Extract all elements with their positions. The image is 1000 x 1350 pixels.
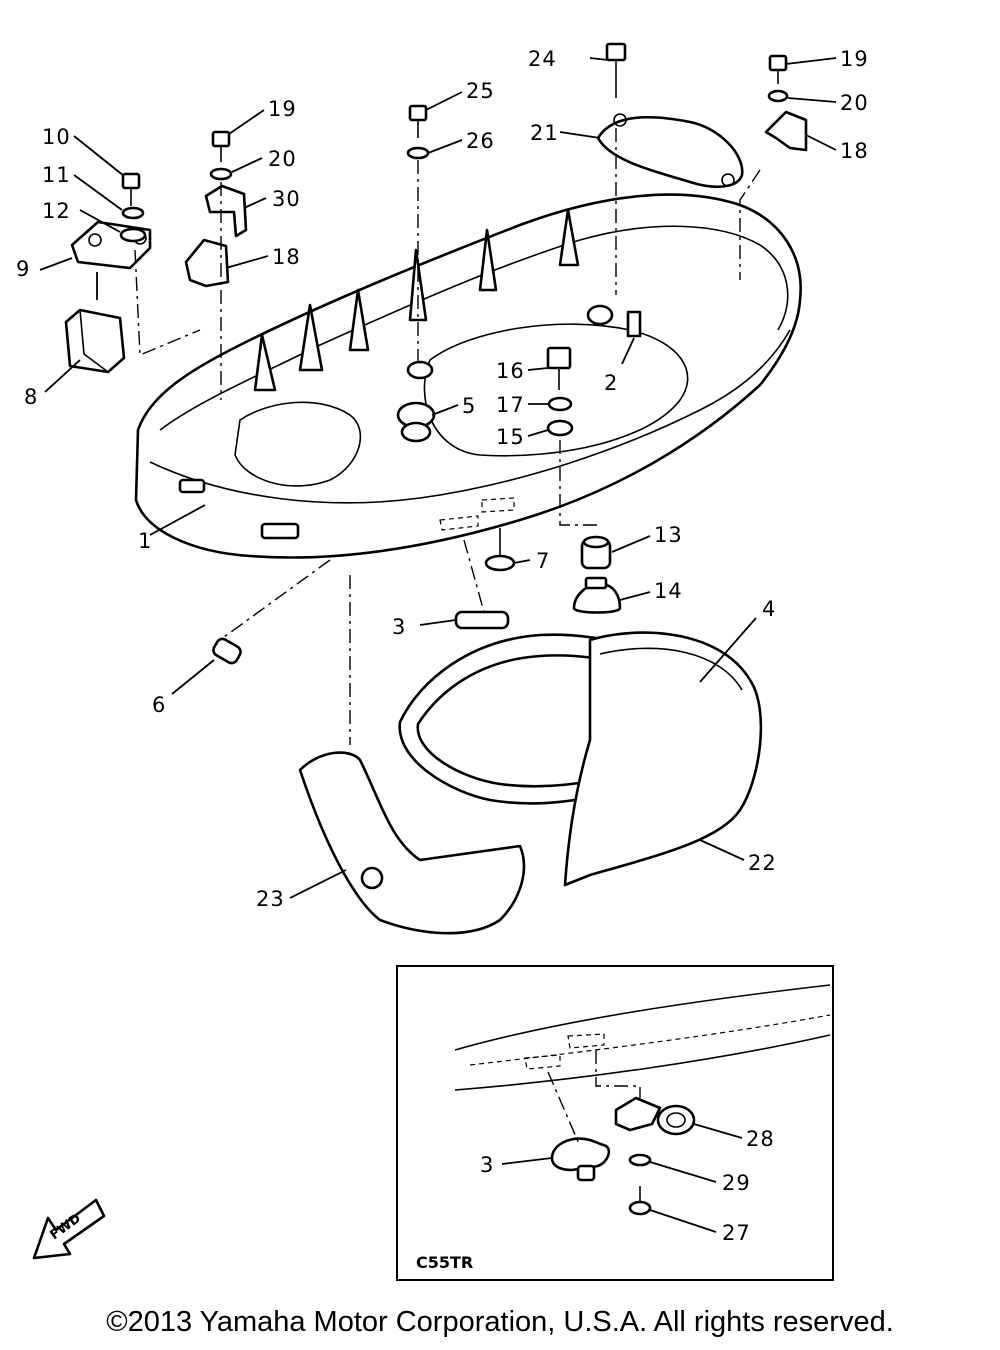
grommet-6 (212, 559, 331, 665)
callout-18b: 18 (840, 139, 869, 163)
callout-25: 25 (466, 79, 495, 103)
callout-19b: 19 (840, 47, 869, 71)
leader-lines (39, 57, 837, 899)
clamp-hardware-left (184, 130, 248, 400)
callout-22: 22 (748, 851, 777, 875)
copyright-notice: ©2013 Yamaha Motor Corporation, U.S.A. A… (106, 1306, 894, 1338)
callout-26: 26 (466, 129, 495, 153)
callout-9: 9 (16, 257, 30, 281)
inset-callout-3: 3 (480, 1153, 494, 1177)
side-cover-22 (563, 631, 763, 887)
callout-30: 30 (272, 187, 301, 211)
callout-6: 6 (152, 693, 166, 717)
mount-bolt-right (546, 346, 598, 526)
callout-15: 15 (496, 425, 525, 449)
callout-13: 13 (654, 523, 683, 547)
callout-29: 29 (722, 1171, 751, 1195)
callout-28: 28 (746, 1127, 775, 1151)
inset-title: C55TR (416, 1253, 473, 1272)
callout-12: 12 (42, 199, 71, 223)
callout-16: 16 (496, 359, 525, 383)
callout-11: 11 (42, 163, 71, 187)
callout-2: 2 (604, 371, 618, 395)
callout-19a: 19 (268, 97, 297, 121)
callout-7: 7 (536, 549, 550, 573)
side-cover-23 (298, 575, 526, 935)
callout-18a: 18 (272, 245, 301, 269)
callout-14: 14 (654, 579, 683, 603)
screw-7 (484, 528, 516, 572)
callout-27: 27 (722, 1221, 751, 1245)
bottom-cowling (134, 193, 802, 559)
callout-labels: 1 2 3 4 5 6 7 8 9 10 11 12 13 14 15 16 1… (16, 47, 869, 911)
callout-1: 1 (138, 529, 152, 553)
plug-part-2 (621, 310, 642, 365)
callout-5: 5 (462, 394, 476, 418)
callout-20a: 20 (268, 147, 297, 171)
callout-24: 24 (528, 47, 557, 71)
callout-3: 3 (392, 615, 406, 639)
grommet-13 (580, 535, 612, 570)
cover-plate (596, 42, 744, 295)
callout-17: 17 (496, 393, 525, 417)
trim-switch-assembly (64, 172, 201, 374)
callout-21: 21 (530, 121, 559, 145)
callout-8: 8 (24, 385, 38, 409)
grommet-14 (572, 576, 622, 614)
clamp-hardware-right (739, 54, 808, 280)
fwd-arrow-icon: FWD (32, 1198, 106, 1260)
callout-23: 23 (256, 887, 285, 911)
inset-c55tr: 3 28 29 27 C55TR (396, 965, 834, 1281)
bolt-washer-center (406, 104, 434, 380)
callout-10: 10 (42, 125, 71, 149)
callout-20b: 20 (840, 91, 869, 115)
callout-4: 4 (762, 597, 776, 621)
